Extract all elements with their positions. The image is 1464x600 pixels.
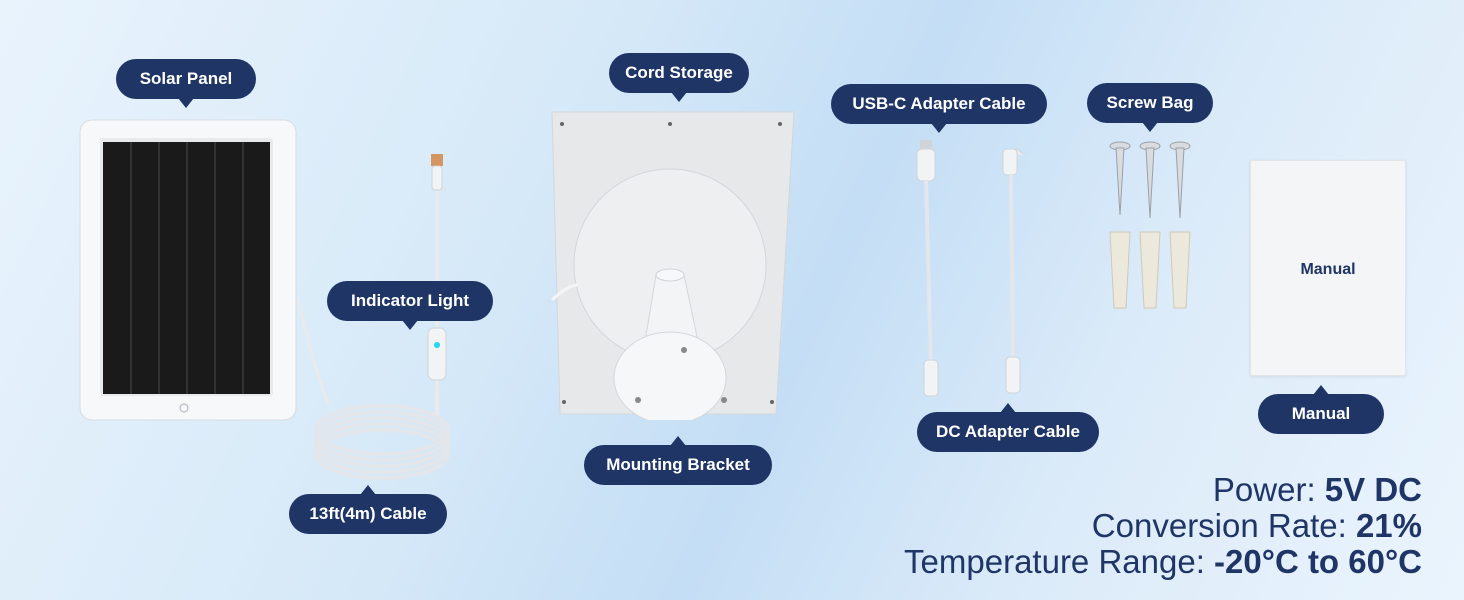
mounting-bracket-label: Mounting Bracket [584, 436, 772, 485]
cable-length-label-text: 13ft(4m) Cable [309, 504, 427, 523]
spec-conversion-value: 21% [1355, 507, 1422, 544]
spec-power-label: Power: [1212, 471, 1325, 508]
manual-cover-text: Manual [1300, 261, 1356, 278]
solar-panel-label: Solar Panel [116, 59, 256, 108]
spec-temperature: Temperature Range: -20°C to 60°C [904, 544, 1422, 580]
spec-power: Power: 5V DC [1213, 472, 1422, 508]
usbc-cable-label-text: USB-C Adapter Cable [852, 94, 1026, 113]
screw-bag-image [1100, 140, 1200, 310]
screw-bag-label: Screw Bag [1087, 83, 1213, 132]
mounting-bracket-label-text: Mounting Bracket [606, 455, 750, 474]
spec-temperature-label: Temperature Range: [904, 543, 1215, 580]
cable-length-label: 13ft(4m) Cable [289, 485, 447, 534]
manual-label: Manual [1258, 385, 1384, 434]
indicator-light-label: Indicator Light [327, 281, 493, 330]
cord-storage-label-text: Cord Storage [625, 63, 733, 82]
usbc-cable-label: USB-C Adapter Cable [831, 84, 1047, 133]
spec-temperature-value: -20°C to 60°C [1214, 543, 1422, 580]
solar-panel-image [78, 118, 298, 423]
spec-power-value: 5V DC [1324, 471, 1422, 508]
adapter-cables-image [905, 135, 1055, 400]
dc-cable-label-text: DC Adapter Cable [936, 422, 1080, 441]
dc-cable-label: DC Adapter Cable [917, 403, 1099, 452]
indicator-light-label-text: Indicator Light [350, 291, 470, 310]
screw-bag-label-text: Screw Bag [1106, 93, 1194, 112]
cord-storage-label: Cord Storage [609, 53, 749, 102]
cable-coil-image [292, 150, 452, 480]
manual-label-text: Manual [1291, 404, 1351, 423]
manual-image: Manual [1250, 160, 1406, 376]
solar-panel-label-text: Solar Panel [139, 69, 233, 88]
spec-conversion: Conversion Rate: 21% [1092, 508, 1422, 544]
spec-conversion-label: Conversion Rate: [1091, 507, 1356, 544]
mounting-bracket-image [548, 110, 796, 425]
